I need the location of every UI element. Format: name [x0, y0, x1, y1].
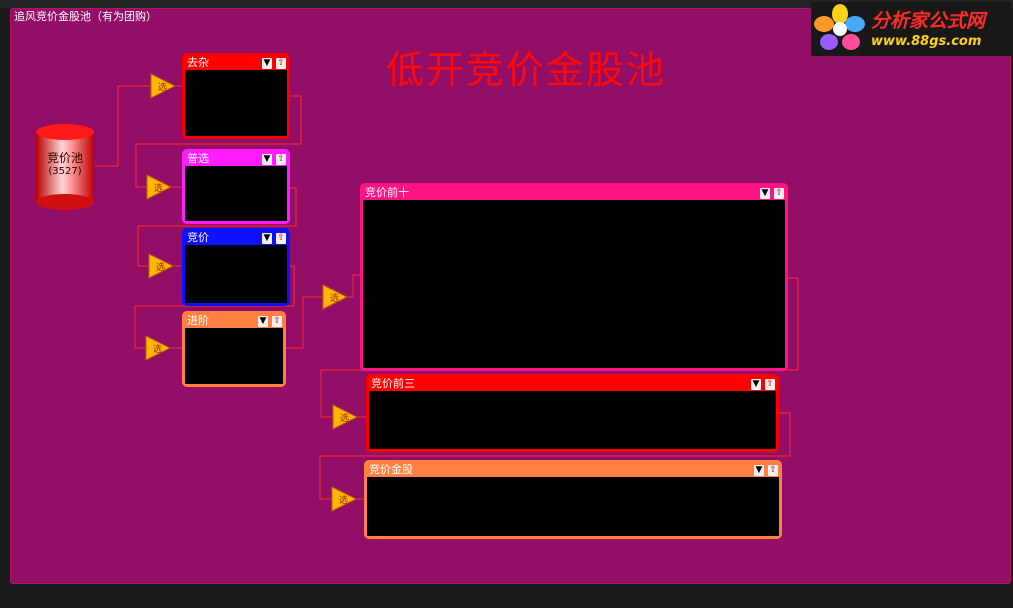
- panel-controls: ▼ ⇧: [262, 152, 286, 166]
- filter-node-label: 选: [340, 412, 349, 424]
- page-title: 低开竞价金股池: [386, 48, 667, 92]
- filter-node-icon[interactable]: 选: [150, 73, 176, 99]
- top-bar: [0, 0, 1013, 8]
- panel-list[interactable]: [367, 477, 779, 536]
- move-up-icon[interactable]: ⇧: [276, 232, 286, 244]
- panel-controls: ▼ ⇧: [262, 231, 286, 245]
- move-up-icon[interactable]: ⇧: [276, 57, 286, 69]
- panel-top10[interactable]: 竞价前十 ▼ ⇧: [360, 183, 788, 371]
- panel-list[interactable]: [185, 70, 287, 136]
- panel-top3[interactable]: 竞价前三 ▼ ⇧: [366, 374, 779, 452]
- panel-jinjie[interactable]: 进阶 ▼ ⇧: [182, 311, 286, 387]
- move-up-icon[interactable]: ⇧: [272, 315, 282, 327]
- panel-header: 竞价前三 ▼ ⇧: [369, 377, 776, 391]
- flower-logo-icon: [814, 4, 865, 50]
- panel-quza[interactable]: 去杂 ▼ ⇧: [182, 53, 290, 139]
- stock-pool-cylinder[interactable]: 竞价池 (3527): [35, 122, 95, 212]
- filter-node-label: 选: [153, 343, 162, 355]
- panel-title: 竞价金股: [369, 463, 413, 476]
- logo-brand-text: 分析家公式网: [871, 10, 986, 32]
- move-up-icon[interactable]: ⇧: [276, 153, 286, 165]
- filter-node-label: 选: [339, 494, 348, 506]
- panel-title: 普选: [187, 152, 209, 165]
- move-up-icon[interactable]: ⇧: [768, 464, 778, 476]
- filter-node-icon[interactable]: 选: [332, 404, 358, 430]
- filter-node-label: 选: [154, 182, 163, 194]
- panel-title: 去杂: [187, 56, 209, 69]
- filter-node-icon[interactable]: 选: [146, 174, 172, 200]
- panel-header: 普选 ▼ ⇧: [185, 152, 287, 166]
- panel-title: 竞价: [187, 231, 209, 244]
- filter-node-label: 选: [158, 81, 167, 93]
- collapse-icon[interactable]: ▼: [262, 153, 272, 165]
- panel-controls: ▼ ⇧: [262, 56, 286, 70]
- database-icon: [36, 124, 94, 210]
- panel-jingjia[interactable]: 竞价 ▼ ⇧: [182, 228, 290, 306]
- move-up-icon[interactable]: ⇧: [774, 187, 784, 199]
- filter-node-label: 选: [330, 292, 339, 304]
- window-title: 追风竞价金股池（有为团购）: [14, 10, 157, 23]
- panel-header: 去杂 ▼ ⇧: [185, 56, 287, 70]
- filter-node-icon[interactable]: 选: [331, 486, 357, 512]
- panel-controls: ▼ ⇧: [760, 186, 784, 200]
- panel-controls: ▼ ⇧: [751, 377, 775, 391]
- panel-title: 竞价前十: [365, 186, 409, 199]
- pool-label: 竞价池 (3527): [35, 152, 95, 178]
- panel-header: 竞价前十 ▼ ⇧: [363, 186, 785, 200]
- panel-header: 进阶 ▼ ⇧: [185, 314, 283, 328]
- panel-title: 进阶: [187, 314, 209, 327]
- filter-node-label: 选: [156, 261, 165, 273]
- logo-url-text: www.88gs.com: [871, 34, 982, 49]
- collapse-icon[interactable]: ▼: [751, 378, 761, 390]
- pool-name: 竞价池: [46, 151, 83, 165]
- collapse-icon[interactable]: ▼: [262, 57, 272, 69]
- filter-node-icon[interactable]: 选: [322, 284, 348, 310]
- collapse-icon[interactable]: ▼: [258, 315, 268, 327]
- move-up-icon[interactable]: ⇧: [765, 378, 775, 390]
- panel-golden-stocks[interactable]: 竞价金股 ▼ ⇧: [364, 460, 782, 539]
- site-logo: 分析家公式网 www.88gs.com: [811, 2, 1011, 56]
- panel-list[interactable]: [363, 200, 785, 368]
- collapse-icon[interactable]: ▼: [754, 464, 764, 476]
- panel-puxuan[interactable]: 普选 ▼ ⇧: [182, 149, 290, 224]
- panel-header: 竞价金股 ▼ ⇧: [367, 463, 779, 477]
- panel-header: 竞价 ▼ ⇧: [185, 231, 287, 245]
- panel-list[interactable]: [185, 245, 287, 303]
- panel-list[interactable]: [185, 166, 287, 221]
- panel-list[interactable]: [369, 391, 776, 449]
- panel-title: 竞价前三: [371, 377, 415, 390]
- panel-controls: ▼ ⇧: [754, 463, 778, 477]
- panel-list[interactable]: [185, 328, 283, 384]
- panel-controls: ▼ ⇧: [258, 314, 282, 328]
- pool-count: (3527): [48, 166, 82, 177]
- collapse-icon[interactable]: ▼: [262, 232, 272, 244]
- collapse-icon[interactable]: ▼: [760, 187, 770, 199]
- filter-node-icon[interactable]: 选: [148, 253, 174, 279]
- filter-node-icon[interactable]: 选: [145, 335, 171, 361]
